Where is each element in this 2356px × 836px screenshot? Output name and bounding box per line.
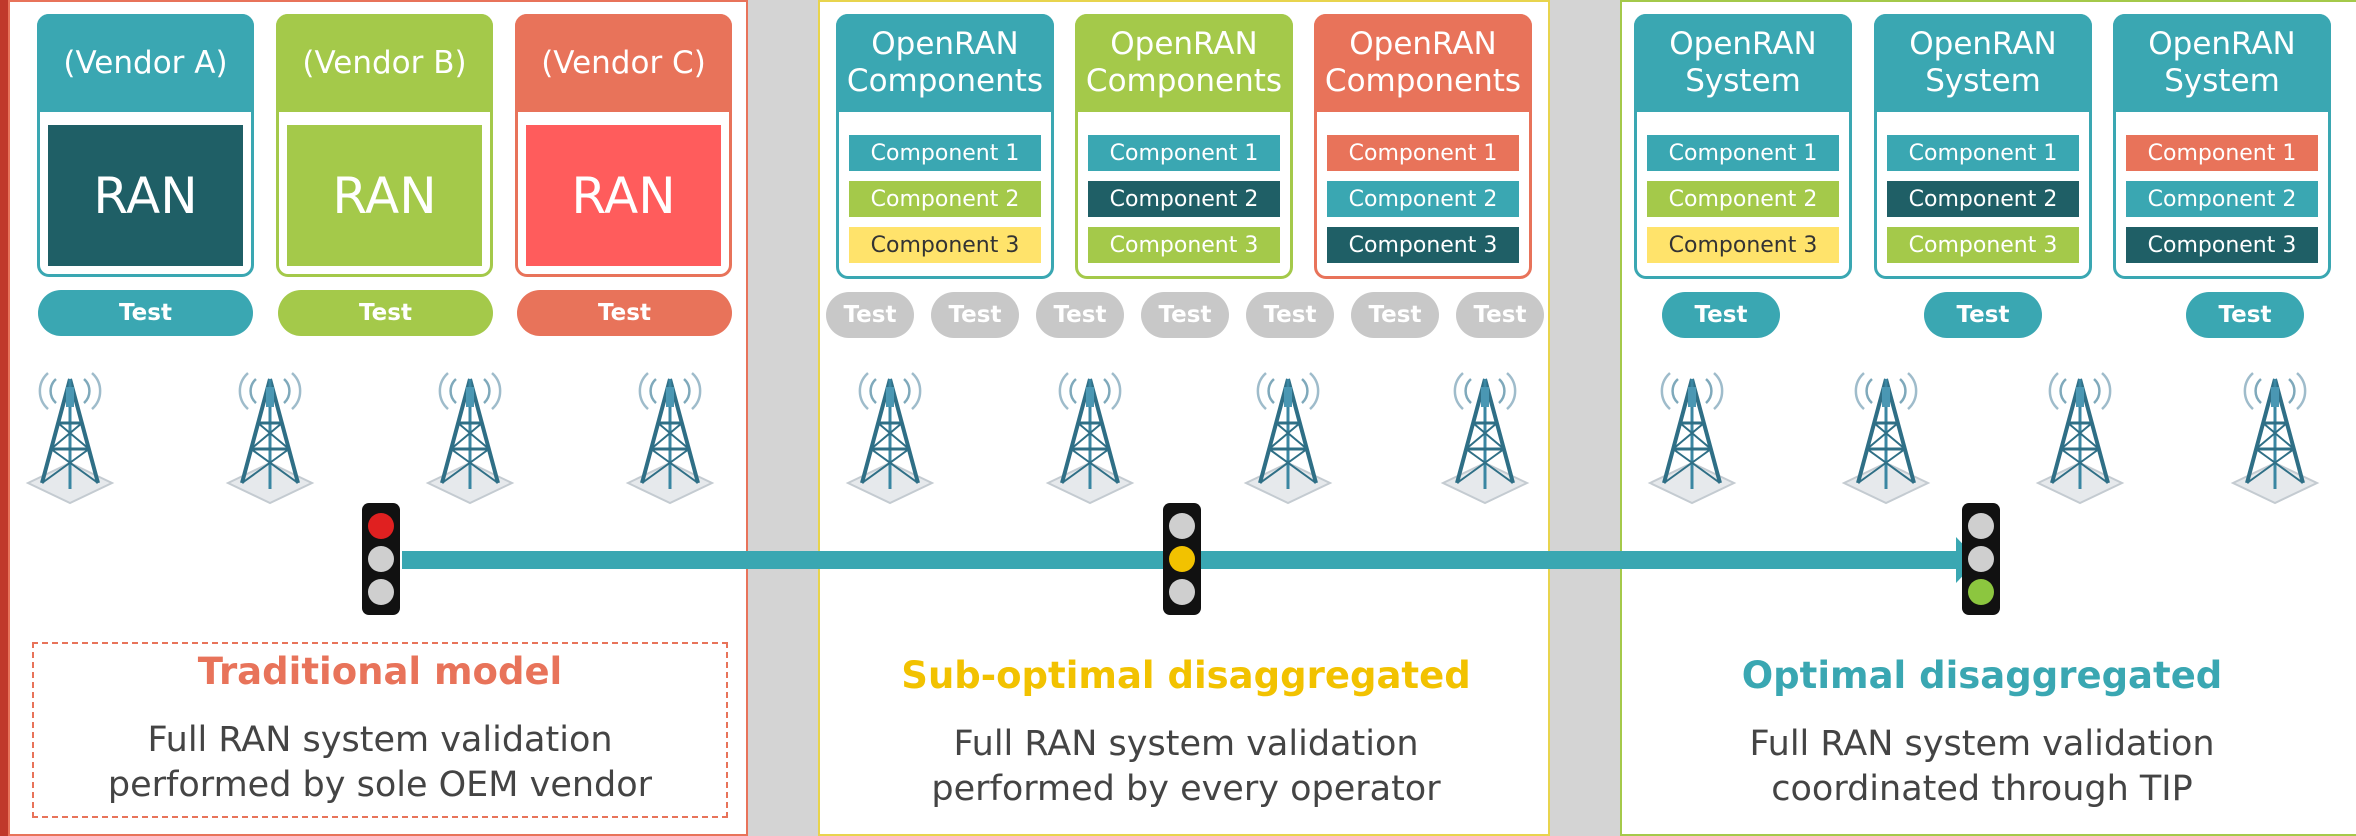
yellow-lamp bbox=[1169, 546, 1195, 572]
test-pill: Test bbox=[2186, 292, 2304, 338]
vendor-b-card: (Vendor B) RAN bbox=[276, 14, 493, 277]
component-3: Component 3 bbox=[1887, 227, 2079, 263]
description-line: Full RAN system validation bbox=[1749, 724, 2215, 764]
top-lamp bbox=[1968, 513, 1994, 539]
test-pill: Test bbox=[1036, 292, 1124, 338]
test-pill: Test bbox=[1351, 292, 1439, 338]
component-2: Component 2 bbox=[849, 181, 1041, 217]
cell-tower-icon bbox=[620, 365, 720, 505]
cell-tower-icon bbox=[1435, 365, 1535, 505]
component-1: Component 1 bbox=[1088, 135, 1280, 171]
component-3: Component 3 bbox=[849, 227, 1041, 263]
cell-tower-icon bbox=[1836, 365, 1936, 505]
traffic-light-green bbox=[1962, 503, 2000, 615]
openran-components-card: OpenRAN Components Component 1 Component… bbox=[1314, 14, 1532, 279]
test-pill: Test bbox=[1924, 292, 2042, 338]
suboptimal-disaggregated-panel: OpenRAN Components Component 1 Component… bbox=[818, 0, 1550, 836]
test-pill: Test bbox=[931, 292, 1019, 338]
component-1: Component 1 bbox=[1327, 135, 1519, 171]
cell-tower-icon bbox=[2225, 365, 2325, 505]
panel-description: Full RAN system validation performed by … bbox=[32, 718, 728, 808]
card-header: OpenRAN System bbox=[1874, 14, 2092, 112]
middle-lamp bbox=[1968, 546, 1994, 572]
description-line: performed by every operator bbox=[931, 769, 1441, 809]
component-2: Component 2 bbox=[1088, 181, 1280, 217]
component-3: Component 3 bbox=[1327, 227, 1519, 263]
cell-tower-icon bbox=[1238, 365, 1338, 505]
traffic-light-yellow bbox=[1163, 503, 1201, 615]
component-1: Component 1 bbox=[1887, 135, 2079, 171]
component-1: Component 1 bbox=[849, 135, 1041, 171]
component-2: Component 2 bbox=[1327, 181, 1519, 217]
component-3: Component 3 bbox=[2126, 227, 2318, 263]
component-2: Component 2 bbox=[2126, 181, 2318, 217]
description-line: coordinated through TIP bbox=[1771, 769, 2193, 809]
ran-block: RAN bbox=[287, 125, 482, 266]
component-2: Component 2 bbox=[1887, 181, 2079, 217]
test-pill: Test bbox=[38, 290, 253, 336]
card-header: OpenRAN System bbox=[2113, 14, 2331, 112]
test-pill: Test bbox=[1662, 292, 1780, 338]
cell-tower-icon bbox=[2030, 365, 2130, 505]
description-frame bbox=[32, 642, 728, 818]
card-header: (Vendor C) bbox=[515, 14, 732, 112]
cell-tower-icon bbox=[1642, 365, 1742, 505]
description-line: Full RAN system validation bbox=[953, 724, 1419, 764]
left-edge-accent bbox=[0, 0, 8, 836]
vendor-a-card: (Vendor A) RAN bbox=[37, 14, 254, 277]
description-line: performed by sole OEM vendor bbox=[107, 765, 653, 805]
openran-system-card: OpenRAN System Component 1 Component 2 C… bbox=[1874, 14, 2092, 279]
card-header: OpenRAN Components bbox=[836, 14, 1054, 112]
card-header: (Vendor B) bbox=[276, 14, 493, 112]
test-pill: Test bbox=[826, 292, 914, 338]
test-pill: Test bbox=[1246, 292, 1334, 338]
openran-system-card: OpenRAN System Component 1 Component 2 C… bbox=[1634, 14, 1852, 279]
cell-tower-icon bbox=[1040, 365, 1140, 505]
test-pill: Test bbox=[1141, 292, 1229, 338]
card-header: OpenRAN System bbox=[1634, 14, 1852, 112]
ran-block: RAN bbox=[526, 125, 721, 266]
vendor-c-card: (Vendor C) RAN bbox=[515, 14, 732, 277]
component-1: Component 1 bbox=[2126, 135, 2318, 171]
component-1: Component 1 bbox=[1647, 135, 1839, 171]
panel-description: Full RAN system validation performed by … bbox=[820, 722, 1552, 812]
component-3: Component 3 bbox=[1088, 227, 1280, 263]
panel-title: Traditional model bbox=[197, 650, 563, 693]
bottom-lamp bbox=[1169, 579, 1195, 605]
cell-tower-icon bbox=[840, 365, 940, 505]
panel-title: Sub-optimal disaggregated bbox=[901, 654, 1471, 697]
top-lamp bbox=[1169, 513, 1195, 539]
card-header: OpenRAN Components bbox=[1075, 14, 1293, 112]
openran-system-card: OpenRAN System Component 1 Component 2 C… bbox=[2113, 14, 2331, 279]
openran-components-card: OpenRAN Components Component 1 Component… bbox=[836, 14, 1054, 279]
green-lamp bbox=[1968, 579, 1994, 605]
optimal-disaggregated-panel: OpenRAN System Component 1 Component 2 C… bbox=[1620, 0, 2356, 836]
ran-block: RAN bbox=[48, 125, 243, 266]
description-line: Full RAN system validation bbox=[147, 720, 613, 760]
middle-lamp bbox=[368, 546, 394, 572]
traditional-model-panel: (Vendor A) RAN (Vendor B) RAN (Vendor C)… bbox=[8, 0, 748, 836]
test-pill: Test bbox=[1456, 292, 1544, 338]
cell-tower-icon bbox=[20, 365, 120, 505]
test-pill: Test bbox=[517, 290, 732, 336]
card-header: (Vendor A) bbox=[37, 14, 254, 112]
traffic-light-red bbox=[362, 503, 400, 615]
bottom-lamp bbox=[368, 579, 394, 605]
card-header: OpenRAN Components bbox=[1314, 14, 1532, 112]
cell-tower-icon bbox=[220, 365, 320, 505]
red-lamp bbox=[368, 513, 394, 539]
panel-title: Optimal disaggregated bbox=[1741, 654, 2223, 697]
panel-description: Full RAN system validation coordinated t… bbox=[1622, 722, 2342, 812]
test-pill: Test bbox=[278, 290, 493, 336]
cell-tower-icon bbox=[420, 365, 520, 505]
component-3: Component 3 bbox=[1647, 227, 1839, 263]
openran-components-card: OpenRAN Components Component 1 Component… bbox=[1075, 14, 1293, 279]
component-2: Component 2 bbox=[1647, 181, 1839, 217]
